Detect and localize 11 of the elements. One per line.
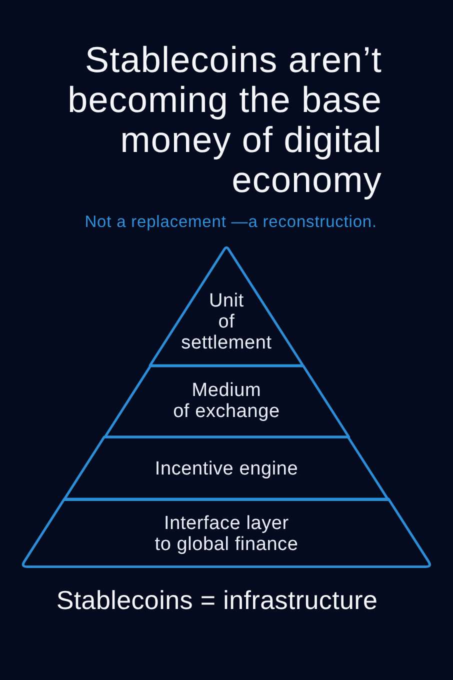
caption: Stablecoins = infrastructure (56, 585, 378, 615)
tier-label: Unit of settlement (181, 290, 272, 353)
subtitle: Not a replacement —a reconstruction. (84, 212, 377, 232)
tier-label: Medium of exchange (173, 380, 280, 422)
title: Stablecoins aren’t becoming the base money of digital economy (66, 40, 382, 200)
tier-label: Interface layer to global finance (154, 512, 298, 555)
tier-label: Incentive engine (154, 458, 298, 479)
pyramid-tier (19, 497, 434, 569)
pyramid-tier (62, 434, 391, 502)
pyramid-tier (102, 364, 350, 438)
pyramid-tier (148, 244, 305, 368)
